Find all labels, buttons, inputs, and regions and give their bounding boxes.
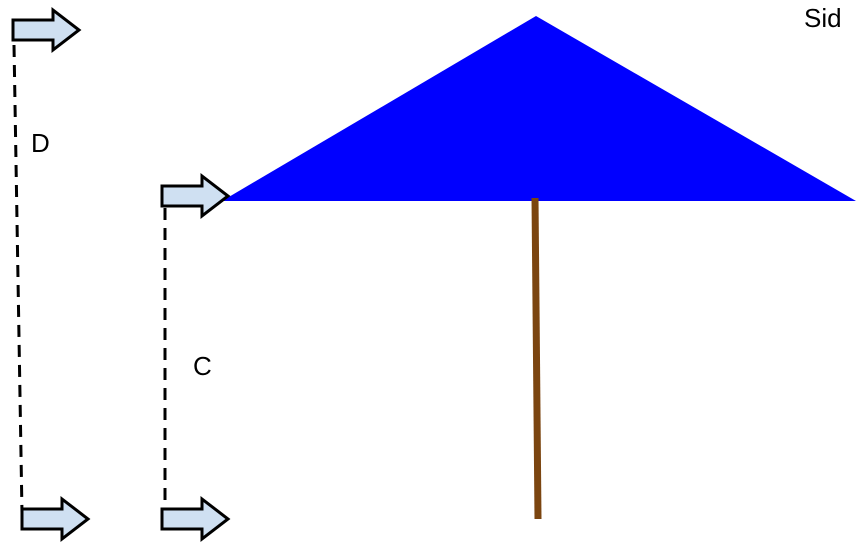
arrow-bottom-c-icon	[160, 495, 231, 543]
umbrella-pole	[531, 197, 542, 520]
arrow-top-d-icon	[11, 6, 82, 54]
dimension-line-d	[12, 44, 24, 514]
dimension-label-c: C	[193, 351, 212, 381]
arrow-bottom-d-icon	[20, 495, 91, 543]
umbrella-canopy	[222, 16, 856, 201]
diagram-title: Sid	[804, 3, 842, 33]
dimension-label-d: D	[31, 128, 50, 158]
arrow-top-c-icon	[160, 172, 231, 220]
